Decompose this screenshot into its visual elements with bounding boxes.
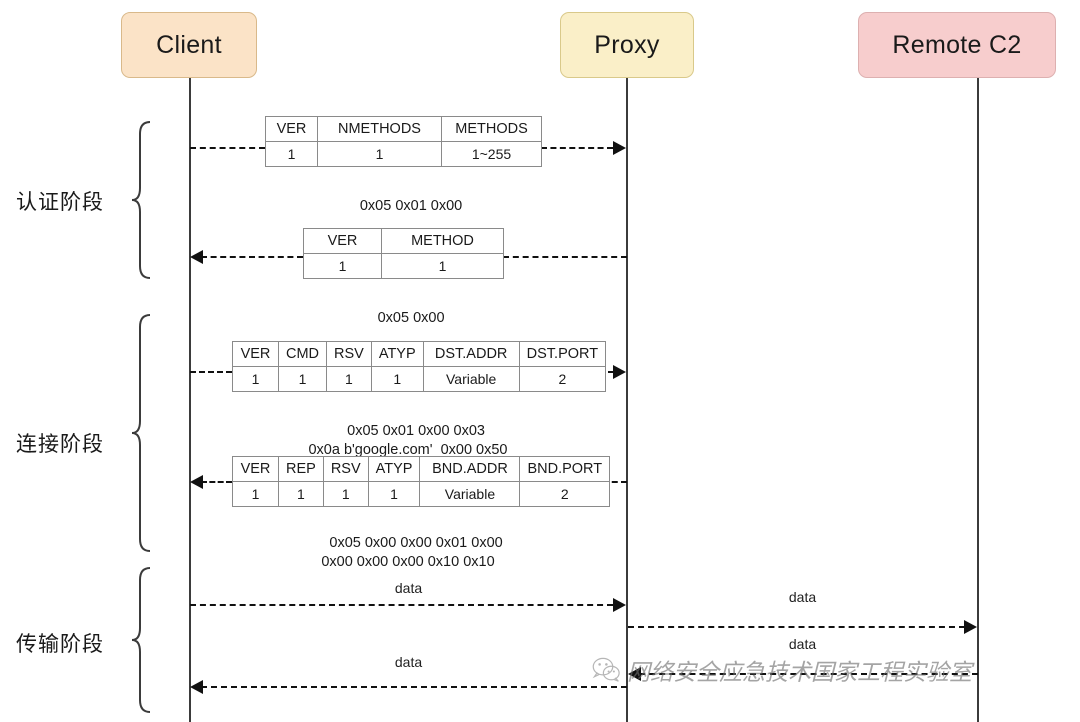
msg-label-data-remote-to-proxy: data [627, 636, 978, 652]
lifeline-remote [977, 78, 979, 722]
proto-header-cell: VER [232, 341, 279, 367]
phase-label-transfer: 传输阶段 [16, 628, 104, 658]
arrow-head-connect-request [613, 365, 626, 379]
hex-note-text: 0x05 0x01 0x00 [359, 198, 463, 214]
proto-value-cell: 1 [277, 366, 328, 392]
phase-auth-text: 认证阶段 [16, 191, 104, 214]
proto-header-cell: ATYP [367, 456, 421, 482]
msg-line-data-proxy-to-remote [628, 626, 965, 628]
msg-label-text: data [788, 636, 817, 652]
msg-line-connect-reply [201, 481, 232, 483]
proto-header-cell: RSV [322, 456, 369, 482]
proto-value-cell: 1 [232, 366, 279, 392]
arrow-head-data-proxy-to-client [190, 680, 203, 694]
phase-brace-connect [131, 314, 151, 552]
proto-header-cell: BND.PORT [519, 456, 611, 482]
phase-transfer-text: 传输阶段 [16, 633, 104, 656]
arrow-head-data-proxy-to-remote [964, 620, 977, 634]
arrow-head-auth-request [613, 141, 626, 155]
hex-note-auth-reply: 0x05 0x00 [303, 290, 503, 347]
proto-value-cell: Variable [419, 481, 521, 507]
proto-table-connect-reply: VER REP RSV ATYP BND.ADDR BND.PORT 1 1 1… [232, 456, 611, 507]
proto-header-cell: DST.PORT [518, 341, 607, 367]
proto-value-cell: 1 [322, 481, 369, 507]
hex-note-connect-reply: 0x05 0x00 0x00 0x01 0x00 0x00 0x00 0x00 … [232, 515, 584, 591]
hex-note-auth-request: 0x05 0x01 0x00 [265, 178, 541, 235]
msg-line-data-remote-to-proxy [639, 673, 978, 675]
actor-proxy-label: Proxy [594, 30, 660, 59]
hex-note-connect-request: 0x05 0x01 0x00 0x03 0x0a b'google.com' 0… [232, 403, 584, 479]
proto-header-cell: REP [278, 456, 324, 482]
proto-header-cell: METHODS [441, 116, 542, 142]
proto-value-cell: 1 [265, 141, 318, 167]
arrow-head-data-remote-to-proxy [628, 667, 641, 681]
proto-value-cell: 2 [518, 366, 607, 392]
hex-note-text: 0x05 0x01 0x00 0x03 0x0a b'google.com' 0… [308, 423, 508, 458]
phase-label-connect: 连接阶段 [16, 428, 104, 458]
arrow-head-data-client-to-proxy [613, 598, 626, 612]
proto-header-cell: ATYP [370, 341, 424, 367]
proto-value-cell: 1 [278, 481, 324, 507]
proto-header-cell: BND.ADDR [419, 456, 521, 482]
msg-label-text: data [394, 654, 423, 670]
phase-brace-transfer [131, 567, 151, 713]
proto-header-cell: CMD [277, 341, 328, 367]
actor-client-label: Client [156, 30, 222, 59]
phase-label-auth: 认证阶段 [16, 186, 104, 216]
proto-value-cell: Variable [422, 366, 520, 392]
wechat-icon [592, 657, 620, 682]
msg-line-auth-request [190, 147, 265, 149]
proto-header-cell: VER [265, 116, 318, 142]
proto-table-connect-request: VER CMD RSV ATYP DST.ADDR DST.PORT 1 1 1… [232, 341, 607, 392]
proto-value-cell: 1 [232, 481, 279, 507]
watermark: 网络安全应急技术国家工程实验室 [591, 653, 972, 687]
actor-client[interactable]: Client [121, 12, 257, 78]
lifeline-proxy [626, 78, 628, 722]
proto-value-cell: 1 [367, 481, 421, 507]
msg-label-text: data [394, 580, 423, 596]
hex-note-text: 0x05 0x00 [377, 310, 445, 326]
msg-line-auth-request-tail [541, 147, 613, 149]
proto-value-cell: 1 [317, 141, 442, 167]
msg-label-data-proxy-to-client: data [190, 654, 627, 670]
phase-connect-text: 连接阶段 [16, 433, 104, 456]
actor-remote-label: Remote C2 [892, 30, 1022, 59]
proto-header-cell: NMETHODS [317, 116, 442, 142]
msg-line-auth-reply-tail [503, 256, 627, 258]
phase-brace-auth [131, 121, 151, 279]
msg-line-auth-reply [201, 256, 303, 258]
msg-label-data-proxy-to-remote: data [627, 589, 978, 605]
proto-value-cell: 1 [303, 253, 382, 279]
proto-table-auth-reply: VER METHOD 1 1 [303, 228, 504, 279]
proto-table-auth-request: VER NMETHODS METHODS 1 1 1~255 [265, 116, 542, 167]
msg-line-connect-request [190, 371, 232, 373]
arrow-head-auth-reply [190, 250, 203, 264]
watermark-text: 网络安全应急技术国家工程实验室 [627, 660, 972, 686]
proto-header-cell: DST.ADDR [422, 341, 520, 367]
hex-note-text: 0x05 0x00 0x00 0x01 0x00 0x00 0x00 0x00 … [321, 535, 503, 570]
msg-line-data-proxy-to-client [201, 686, 627, 688]
proto-value-cell: 1 [381, 253, 504, 279]
proto-value-cell: 1 [326, 366, 372, 392]
actor-proxy[interactable]: Proxy [560, 12, 694, 78]
lifeline-client [189, 78, 191, 722]
msg-label-text: data [788, 589, 817, 605]
proto-header-cell: VER [232, 456, 279, 482]
proto-header-cell: RSV [326, 341, 372, 367]
proto-value-cell: 1 [370, 366, 424, 392]
actor-remote[interactable]: Remote C2 [858, 12, 1056, 78]
proto-header-cell: VER [303, 228, 382, 254]
arrow-head-connect-reply [190, 475, 203, 489]
proto-value-cell: 2 [519, 481, 611, 507]
msg-line-data-client-to-proxy [190, 604, 613, 606]
proto-header-cell: METHOD [381, 228, 504, 254]
proto-value-cell: 1~255 [441, 141, 542, 167]
msg-label-data-client-to-proxy: data [190, 580, 627, 596]
